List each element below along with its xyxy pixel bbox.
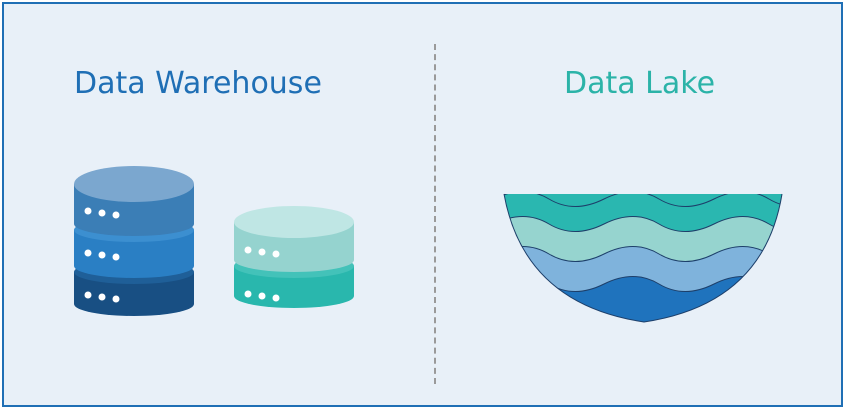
diagram-frame: Data Warehouse Data Lake: [2, 2, 843, 407]
data-warehouse-title: Data Warehouse: [74, 66, 322, 101]
database-icon-small: [234, 206, 354, 308]
data-lake-title: Data Lake: [564, 66, 716, 101]
diagram-art: [74, 166, 783, 323]
divider-line: [434, 44, 436, 384]
database-icon-large: [74, 166, 194, 316]
data-lake-icon: [503, 193, 783, 323]
